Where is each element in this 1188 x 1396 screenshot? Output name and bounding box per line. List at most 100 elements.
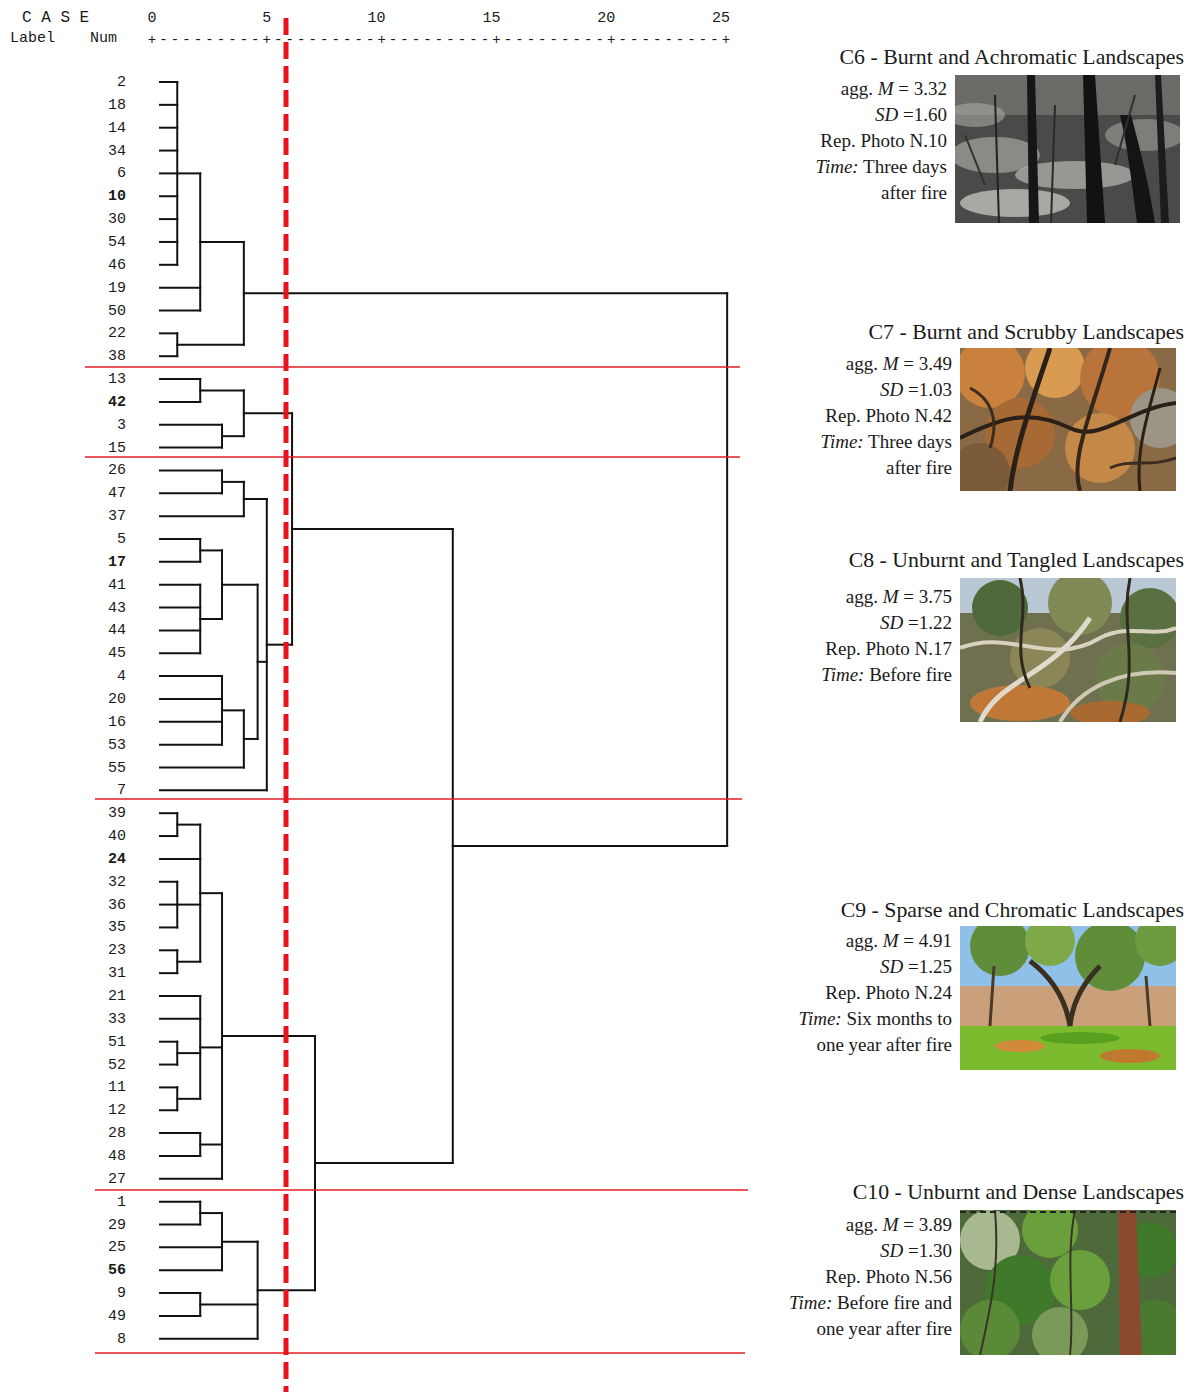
cluster-heading: C10 - Unburnt and Dense Landscapes	[740, 1179, 1184, 1205]
photo-sparse-chromatic	[960, 916, 1185, 1070]
dendrogram-link	[160, 881, 177, 883]
text-run: Burnt	[912, 320, 962, 344]
photo-burnt-achromatic	[945, 75, 1185, 223]
dendrogram-link	[160, 1269, 222, 1271]
case-number: 40	[108, 829, 126, 844]
text-run: agg.	[846, 586, 878, 607]
photo-burnt-scrubby	[950, 338, 1188, 503]
text-run: year	[849, 1318, 882, 1339]
text-run: days	[912, 156, 947, 177]
cluster-stats: agg. M = 4.91SD =1.25Rep. Photo N.24Time…	[782, 928, 952, 1058]
cluster-panel: C10 - Unburnt and Dense Landscapes agg. M…	[740, 1179, 1184, 1342]
case-number: 50	[108, 303, 126, 318]
cluster-stat: SD =1.60	[792, 102, 947, 128]
text-run: to	[937, 1008, 952, 1029]
dendrogram-link	[200, 618, 222, 620]
cluster-stat: agg. M = 3.89	[772, 1212, 952, 1238]
axis-tick-value: 20	[597, 11, 615, 26]
axis-tick-value: 15	[482, 11, 500, 26]
photo-unburnt-tangled	[960, 571, 1180, 725]
text-run: Scrubby	[1004, 320, 1077, 344]
text-run: and	[967, 320, 998, 344]
dendrogram-link	[160, 858, 200, 860]
dendrogram-link	[726, 293, 728, 846]
dendrogram-link	[160, 469, 222, 471]
dendrogram-link	[160, 1086, 177, 1088]
dendrogram-link	[160, 424, 222, 426]
case-number: 28	[108, 1126, 126, 1141]
photo-sparse-chromatic-part	[970, 916, 1030, 976]
dendrogram-link	[200, 1046, 222, 1048]
case-number: 52	[108, 1057, 126, 1072]
case-number: 4	[117, 669, 126, 684]
dendrogram-link	[160, 515, 244, 517]
text-run: fire	[926, 1318, 952, 1339]
dendrogram-link	[160, 904, 177, 906]
dendrogram-link	[160, 104, 177, 106]
photo-burnt-scrubby-part	[1130, 388, 1188, 448]
dendrogram-link	[222, 481, 244, 483]
text-run: Tangled	[1007, 548, 1077, 572]
text-run: Landscapes	[1082, 898, 1184, 922]
text-run: Burnt	[883, 45, 933, 69]
text-run: M	[883, 586, 899, 607]
text-run: Time:	[820, 431, 863, 452]
cluster-stat: SD =1.30	[772, 1238, 952, 1264]
text-run: after	[886, 457, 921, 478]
dendrogram-link	[177, 1052, 200, 1054]
dendrogram-link	[200, 389, 244, 391]
text-run: -	[880, 548, 887, 572]
dendrogram-link	[177, 904, 200, 906]
cluster-separator-part	[85, 366, 740, 368]
photo-burnt-scrubby-part	[970, 388, 1176, 468]
text-run: and	[938, 45, 969, 69]
text-run: -	[899, 320, 906, 344]
case-number: 34	[108, 143, 126, 158]
photo-burnt-scrubby-part	[1010, 348, 1050, 491]
photo-sparse-chromatic-part	[960, 1026, 1176, 1070]
photo-burnt-scrubby-part	[1077, 348, 1110, 491]
case-number: 23	[108, 943, 126, 958]
axis-ruler: +---------+---------+---------+---------…	[148, 33, 733, 47]
photo-sparse-chromatic-part	[995, 1040, 1045, 1052]
text-run: and	[925, 1292, 952, 1313]
cluster-stat: Rep. Photo N.24	[782, 980, 952, 1006]
dendrogram-link	[160, 401, 200, 403]
text-run: M	[883, 353, 899, 374]
dendrogram-link	[160, 1246, 222, 1248]
text-run: -	[895, 1180, 902, 1204]
photo-unburnt-dense-part	[1032, 1307, 1088, 1363]
column-header: C A S E	[22, 10, 89, 26]
cluster-stat: agg. M = 3.32	[792, 76, 947, 102]
case-number: 45	[108, 646, 126, 661]
case-number: 10	[108, 189, 126, 204]
text-run: SD	[875, 104, 898, 125]
dendrogram-link	[160, 744, 222, 746]
text-run: and	[970, 548, 1001, 572]
case-number: 12	[108, 1103, 126, 1118]
text-run: Time:	[821, 664, 864, 685]
text-run: fire	[926, 457, 952, 478]
column-header: Num	[90, 31, 117, 46]
dendrogram-link	[160, 1018, 200, 1020]
photo-burnt-achromatic-part	[1155, 75, 1169, 223]
dendrogram-link	[160, 1315, 200, 1317]
text-run: 3.75	[919, 586, 952, 607]
text-run: =	[903, 353, 914, 374]
dendrogram-link	[222, 1035, 315, 1037]
dendrogram-link	[292, 528, 453, 530]
dendrogram-link	[160, 241, 177, 243]
photo-unburnt-tangled-part	[1070, 701, 1150, 725]
case-number: 42	[108, 394, 126, 409]
dendrogram-link	[160, 1224, 200, 1226]
case-number: 37	[108, 509, 126, 524]
text-run: =	[903, 1214, 914, 1235]
text-run: =	[898, 78, 909, 99]
cluster-stat: Time: Six months to one year after fire	[782, 1006, 952, 1058]
photo-unburnt-dense-part	[980, 1210, 1075, 1355]
text-run: fire	[926, 1034, 952, 1055]
cluster-stat: Rep. Photo N.42	[797, 403, 952, 429]
axis-tick-value: 5	[262, 11, 271, 26]
dendrogram-link	[315, 1162, 453, 1164]
